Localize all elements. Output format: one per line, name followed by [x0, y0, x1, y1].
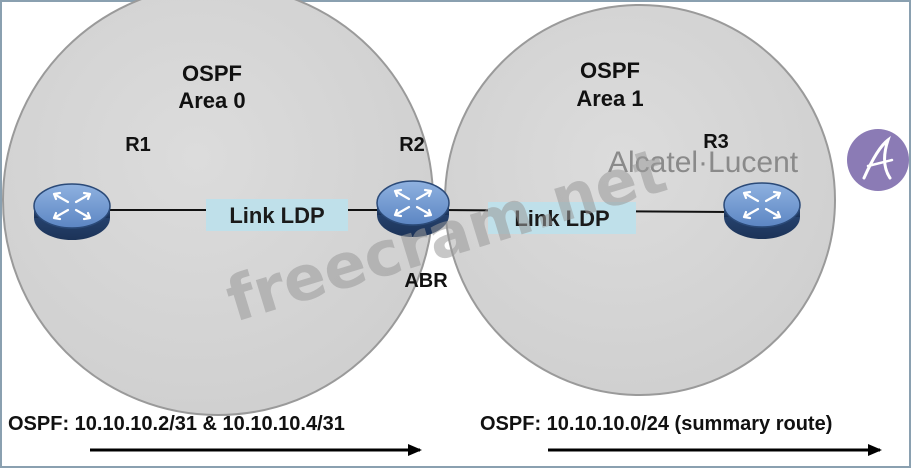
link-label-2: Link LDP [514, 206, 609, 231]
link-label-1: Link LDP [229, 203, 324, 228]
route-label-area1: OSPF: 10.10.10.0/24 (summary route) [480, 413, 832, 435]
link-label-box-2 [488, 202, 636, 234]
area-0-title: OSPF [182, 61, 242, 86]
area-1-subtitle: Area 1 [576, 86, 643, 111]
router-r1-label: R1 [125, 134, 151, 156]
route-label-area0: OSPF: 10.10.10.2/31 & 10.10.10.4/31 [8, 413, 345, 435]
router-r2-role: ABR [404, 270, 448, 292]
alcatel-lucent-logo-text: Alcatel·Lucent [608, 146, 799, 179]
router-r3-label: R3 [703, 131, 729, 153]
area-0-subtitle: Area 0 [178, 88, 245, 113]
router-r1-icon [33, 183, 111, 240]
area-1-title: OSPF [580, 58, 640, 83]
router-r3-icon [723, 182, 801, 239]
router-r2-label: R2 [399, 134, 425, 156]
alcatel-lucent-logo-icon [847, 129, 909, 191]
router-r2-icon [376, 180, 450, 237]
link-label-box-1 [206, 199, 348, 231]
